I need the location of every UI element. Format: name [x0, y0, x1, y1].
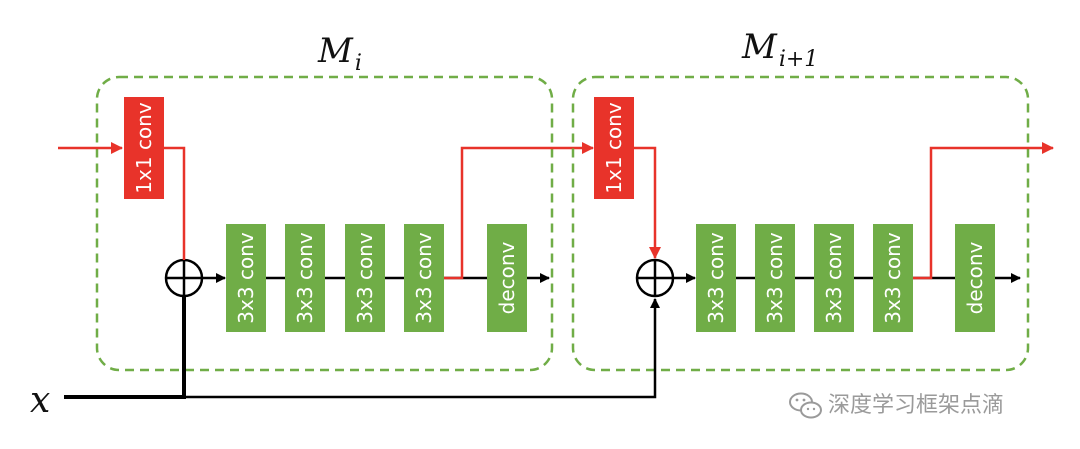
conv1x1-block-mi	[124, 97, 164, 199]
sum-circle-icon	[635, 258, 675, 298]
conv3x3-block-mi-plus-1-4	[873, 224, 913, 332]
conv3x3-label-mi-plus-1-3: 3x3 conv	[822, 232, 846, 324]
input-x-path	[64, 296, 186, 399]
conv3x3-block-mi-1	[226, 224, 266, 332]
conv3x3-label-mi-plus-1-1: 3x3 conv	[704, 232, 728, 324]
conv3x3-block-mi-4	[404, 224, 444, 332]
conv3x3-label-mi-1: 3x3 conv	[234, 232, 258, 324]
conv3x3-block-mi-plus-1-2	[755, 224, 795, 332]
module-mi-title: Mi	[317, 31, 362, 76]
deconv-block-mi	[487, 224, 527, 332]
watermark-text: 深度学习框架点滴	[828, 393, 1004, 418]
module-mi-plus-1: Mi+1 1x1 conv 3x3 conv 3x3 conv 3x3 conv…	[571, 27, 1054, 372]
conv3x3-block-mi-2	[285, 224, 325, 332]
conv1x1-block-mi-plus-1	[594, 97, 634, 199]
conv3x3-label-mi-plus-1-2: 3x3 conv	[763, 232, 787, 324]
red-conv1x1-to-sum-mi	[164, 146, 186, 260]
module-mi-border	[95, 75, 554, 372]
input-x-label: x	[30, 380, 50, 421]
conv3x3-label-mi-plus-1-4: 3x3 conv	[881, 232, 905, 324]
conv1x1-label-mi: 1x1 conv	[132, 102, 156, 194]
conv3x3-label-mi-4: 3x3 conv	[412, 232, 436, 324]
module-mi-plus-1-border	[571, 75, 1030, 372]
sum-circle-icon	[164, 258, 204, 298]
deconv-label-mi-plus-1: deconv	[963, 241, 987, 314]
conv3x3-block-mi-plus-1-3	[814, 224, 854, 332]
conv1x1-label-mi-plus-1: 1x1 conv	[602, 102, 626, 194]
input-x-path-to-next	[184, 298, 660, 399]
deconv-block-mi-plus-1	[955, 224, 995, 332]
red-skip-mi	[444, 142, 594, 280]
deconv-label-mi: deconv	[495, 241, 519, 314]
module-mi: Mi 1x1 conv 3x3 conv 3x3 conv 3x3 conv 3…	[58, 31, 594, 372]
conv3x3-label-mi-3: 3x3 conv	[353, 232, 377, 324]
conv3x3-block-mi-plus-1-1	[696, 224, 736, 332]
module-mi-plus-1-title: Mi+1	[741, 27, 818, 72]
conv3x3-label-mi-2: 3x3 conv	[293, 232, 317, 324]
conv3x3-block-mi-3	[345, 224, 385, 332]
red-conv1x1-to-sum-mi-plus-1	[634, 146, 661, 259]
red-skip-output	[913, 142, 1054, 280]
wechat-icon	[789, 392, 822, 419]
